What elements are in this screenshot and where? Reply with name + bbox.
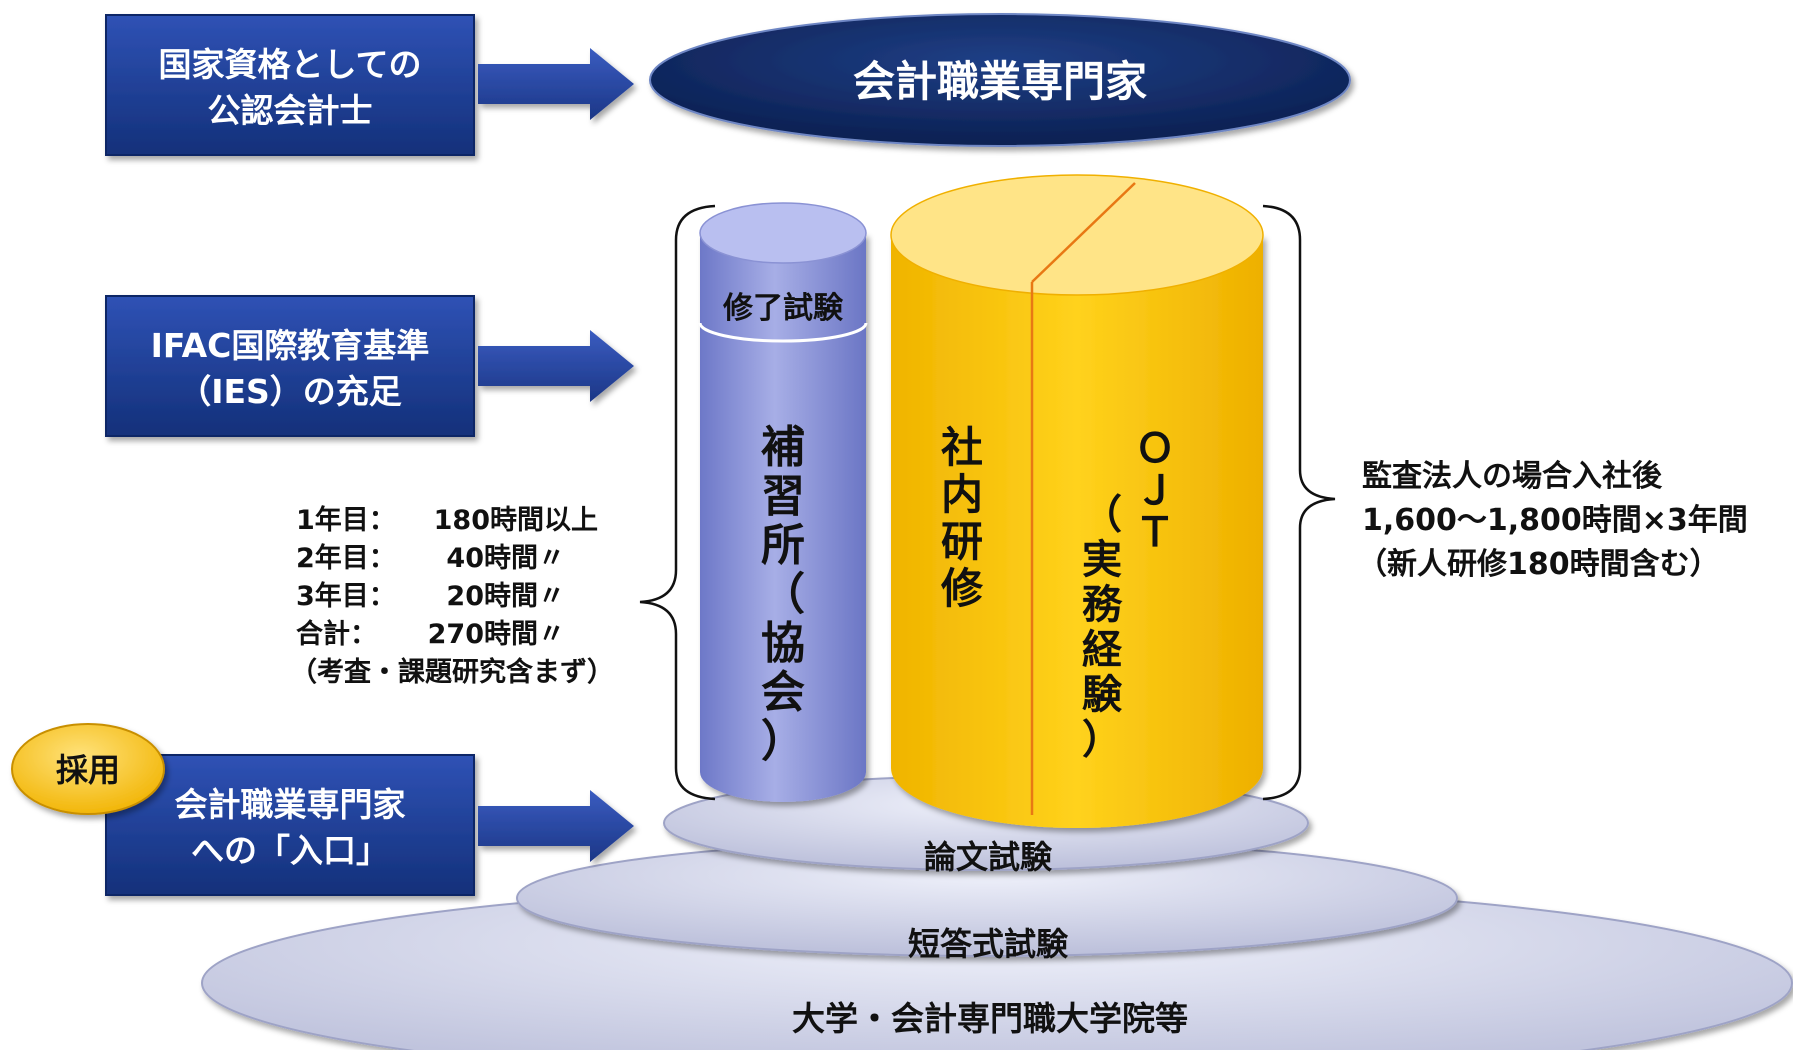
supplementary-school-char: （: [761, 569, 805, 620]
completion-exam-label: 修了試験: [722, 291, 844, 326]
entrance-line1: 会計職業専門家: [175, 785, 406, 824]
audit-note: 監査法人の場合入社後 1,600～1,800時間×3年間 （新人研修180時間含…: [1357, 459, 1748, 582]
supplementary-school-char: 習: [761, 471, 805, 522]
supplementary-school-char: 会: [761, 667, 805, 718]
arrow-right-icon: [478, 790, 634, 862]
qualification-box: 国家資格としての 公認会計士: [105, 14, 475, 156]
ies-line2: （IES）の充足: [178, 372, 402, 411]
tier-short-answer-label: 短答式試験: [908, 925, 1069, 963]
audit-note-line1: 監査法人の場合入社後: [1362, 459, 1663, 494]
ies-line1: IFAC国際教育基準: [151, 326, 430, 365]
ies-box: IFAC国際教育基準 （IES）の充足: [105, 295, 475, 437]
ojt-practical-char: 経: [1082, 627, 1123, 673]
supplementary-school-cylinder: 修了試験 補習所（協会）: [698, 202, 868, 802]
tier-short-answer-exam: 短答式試験: [516, 839, 1458, 963]
tier-university-label: 大学・会計専門職大学院等: [792, 999, 1188, 1038]
ojt-practical-char: 実: [1082, 537, 1122, 583]
goal-ellipse: 会計職業専門家: [649, 13, 1351, 147]
entrance-box: 会計職業専門家 への「入口」: [105, 754, 475, 896]
hours-row-label: 3年目：: [296, 580, 396, 612]
qualification-line2: 公認会計士: [208, 91, 373, 130]
internal-training-char: 社: [941, 423, 983, 472]
hours-row-value: 180時間以上: [434, 505, 598, 536]
ojt-label: ＯＪＴ: [1135, 426, 1175, 556]
hours-row-value: 20時間〃: [446, 581, 565, 612]
ojt-char: Ｔ: [1135, 510, 1175, 556]
supplementary-school-char: 補: [761, 422, 805, 473]
hours-row-value: 270時間〃: [428, 619, 565, 650]
audit-note-line2: 1,600～1,800時間×3年間: [1362, 503, 1748, 538]
tier-thesis-label: 論文試験: [924, 838, 1053, 876]
ojt-char: Ｏ: [1135, 426, 1175, 472]
left-brace: [639, 204, 716, 801]
hours-row-label: 2年目：: [296, 542, 396, 574]
hours-row-label: 1年目：: [296, 504, 396, 536]
internal-training-char: 修: [941, 564, 984, 613]
ojt-practical-char: ）: [1082, 717, 1122, 763]
arrow-right-icon: [478, 330, 634, 402]
internal-training-char: 研: [941, 517, 983, 566]
goal-ellipse-label: 会計職業専門家: [853, 57, 1147, 106]
supplementary-school-label: 補習所（協会）: [761, 422, 805, 767]
arrow-right-icon: [478, 48, 634, 120]
hours-note: （考査・課題研究含まず）: [290, 656, 614, 688]
supplementary-school-char: 所: [761, 520, 805, 571]
ojt-practical-char: （: [1082, 492, 1122, 538]
entrance-line2: への「入口」: [191, 831, 389, 870]
right-brace: [1262, 204, 1336, 801]
audit-note-line3: （新人研修180時間含む）: [1357, 547, 1720, 582]
hours-row-value: 40時間〃: [446, 543, 565, 574]
ojt-practical-char: 務: [1082, 582, 1123, 628]
hours-row-label: 合計：: [296, 618, 377, 650]
hours-table: 1年目： 180時間以上 2年目： 40時間〃 3年目： 20時間〃 合計： 2…: [290, 504, 614, 688]
hire-badge-label: 採用: [56, 751, 120, 789]
hire-badge: 採用: [11, 723, 165, 815]
qualification-line1: 国家資格としての: [158, 45, 421, 84]
supplementary-school-char: 協: [761, 618, 805, 669]
internal-training-char: 内: [941, 470, 983, 519]
supplementary-school-char: ）: [761, 716, 805, 767]
ojt-practical-char: 験: [1082, 672, 1123, 718]
ojt-char: Ｊ: [1135, 468, 1175, 514]
